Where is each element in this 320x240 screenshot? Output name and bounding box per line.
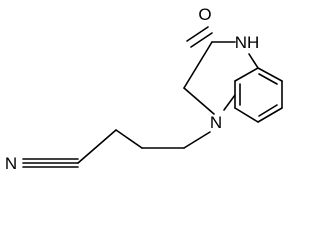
atom-label-oxygen: O [198,5,211,24]
atom-label-nh: NH [235,33,260,52]
structure-canvas: O NH N N [5,5,283,173]
bond-ring-inner-2 [258,104,278,117]
bond-n-c8a [223,94,236,111]
bond-ring-3 [257,107,283,123]
bond-ring-6 [234,67,259,82]
bond-carbonyl-1 [186,26,209,42]
bond-ring-1 [257,67,283,82]
bond-ch2-n [183,87,215,115]
bond-nh-c4a [248,53,259,69]
bond-ring-inner-1 [258,73,278,85]
bond-chain-4 [77,129,117,164]
bond-ring-4 [234,107,259,123]
molecule-drawing: O NH N N [5,5,283,173]
bond-carbonyl-2 [190,32,213,48]
bond-c-ch2 [183,41,213,89]
bond-chain-1 [183,131,211,149]
atom-label-ring-nitrogen: N [210,113,222,132]
atom-label-nitrile-nitrogen: N [5,154,17,173]
bond-chain-3 [115,129,143,149]
